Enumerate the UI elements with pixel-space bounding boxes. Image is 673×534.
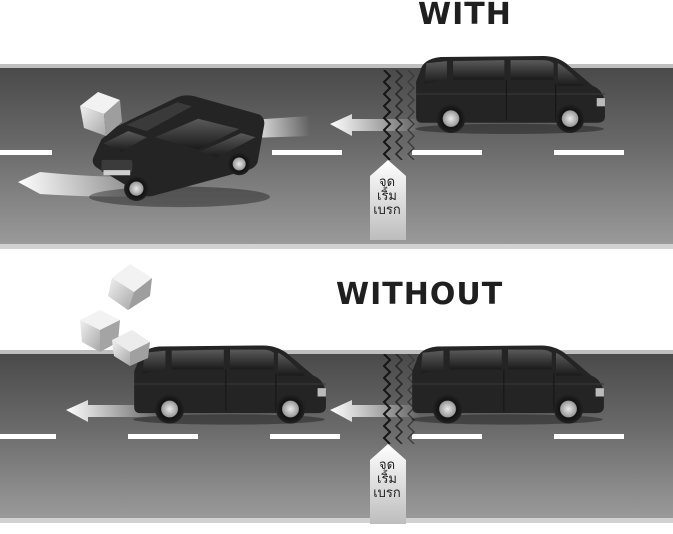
brake-point-label: จุด เริ่ม เบรก <box>367 176 407 218</box>
road-illustration-without <box>0 262 673 534</box>
road-illustration-with <box>0 0 673 260</box>
brake-label-line-1: จุด <box>367 459 407 473</box>
road-edge-bottom <box>0 244 673 249</box>
brake-label-line-1: จุด <box>367 176 407 190</box>
road-edge-bottom <box>0 518 673 523</box>
road-edge-top <box>0 64 673 68</box>
scenario-with-panel: WITH จุด เริ่ม เบรก <box>0 0 673 260</box>
scenario-without-panel: WITHOUT <box>0 262 673 534</box>
brake-label-line-2: เริ่ม <box>367 473 407 487</box>
brake-label-line-2: เริ่ม <box>367 190 407 204</box>
brake-point-label: จุด เริ่ม เบรก <box>367 459 407 501</box>
cargo-box-icon <box>108 264 152 310</box>
brake-label-line-3: เบรก <box>367 204 407 218</box>
brake-label-line-3: เบรก <box>367 487 407 501</box>
